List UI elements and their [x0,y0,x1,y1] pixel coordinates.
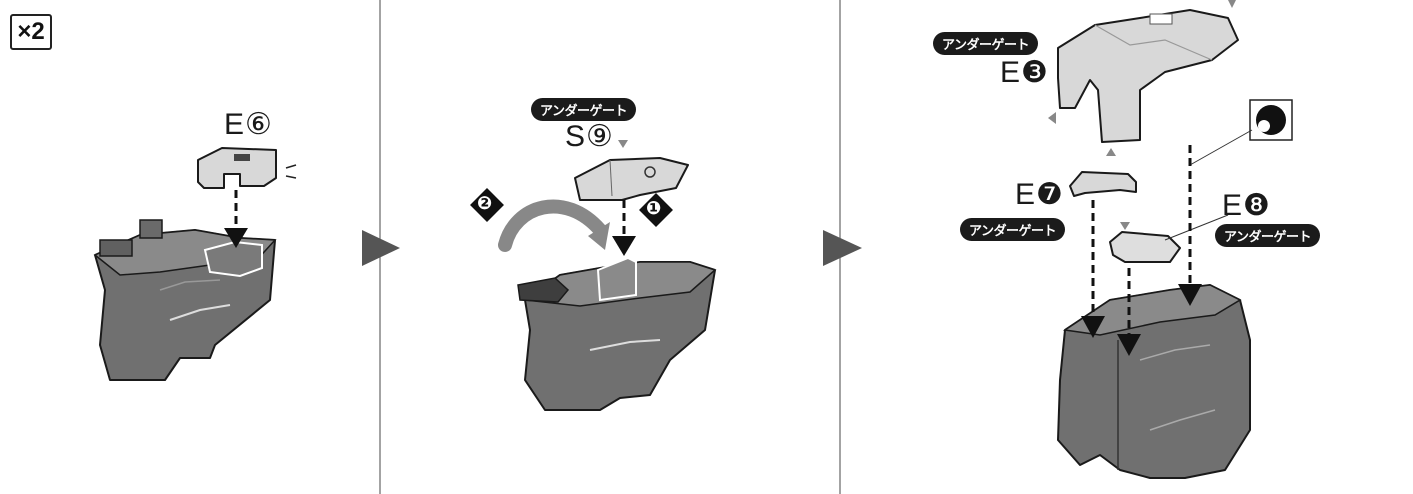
part-label-e8: E❽ [1222,188,1271,223]
step-number-1: ❶ [646,198,662,219]
panel-1-assembly [95,148,296,380]
part-label-e6: E⑥ [224,107,273,142]
gate-badge-e7: アンダーゲート [960,218,1065,241]
part-label-s9: S⑨ [565,119,614,154]
next-step-arrow-2 [823,230,862,266]
part-s9 [575,158,688,200]
part-e7 [1070,172,1136,196]
part-label-e3: E❸ [1000,55,1049,90]
part-e8 [1110,232,1180,262]
part-label-e7: E❼ [1015,177,1064,212]
part-e3 [1058,10,1238,142]
gate-badge-s9: アンダーゲート [531,98,636,121]
next-step-arrow-1 [362,230,400,266]
gate-badge-e3: アンダーゲート [933,32,1038,55]
step-number-2: ❷ [477,193,493,214]
gate-badge-e8: アンダーゲート [1215,224,1320,247]
panel-2-assembly [470,140,715,410]
